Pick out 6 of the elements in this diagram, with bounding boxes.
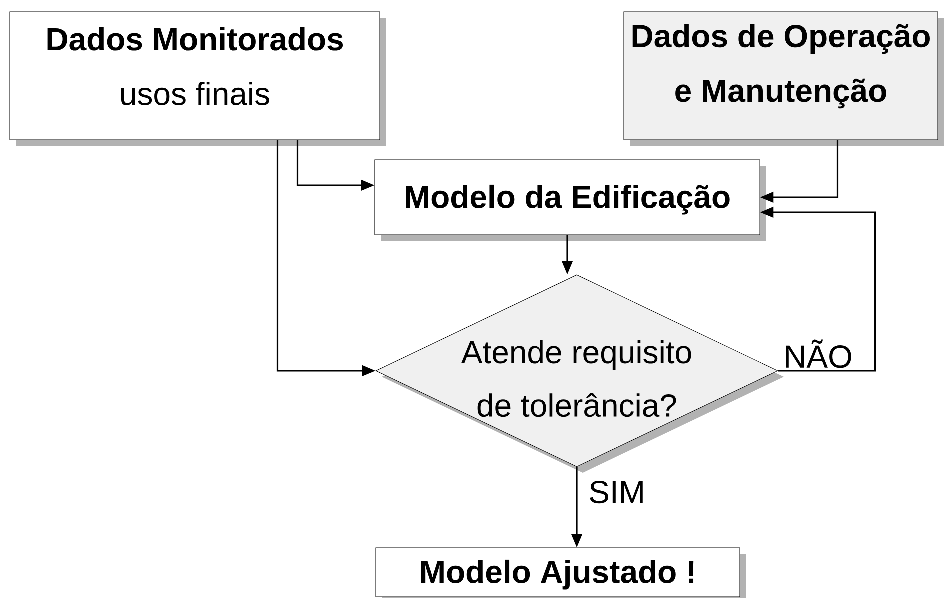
edge-label: NÃO [782, 338, 854, 370]
edge-label: SIM [587, 480, 647, 505]
process-box: Modelo da Edificação [374, 160, 766, 241]
result-box: Modelo Ajustado ! [376, 548, 746, 598]
data-box: Dados de Operação e Manutenção [624, 12, 944, 146]
data-box: Dados Monitorados usos finais [10, 12, 386, 146]
